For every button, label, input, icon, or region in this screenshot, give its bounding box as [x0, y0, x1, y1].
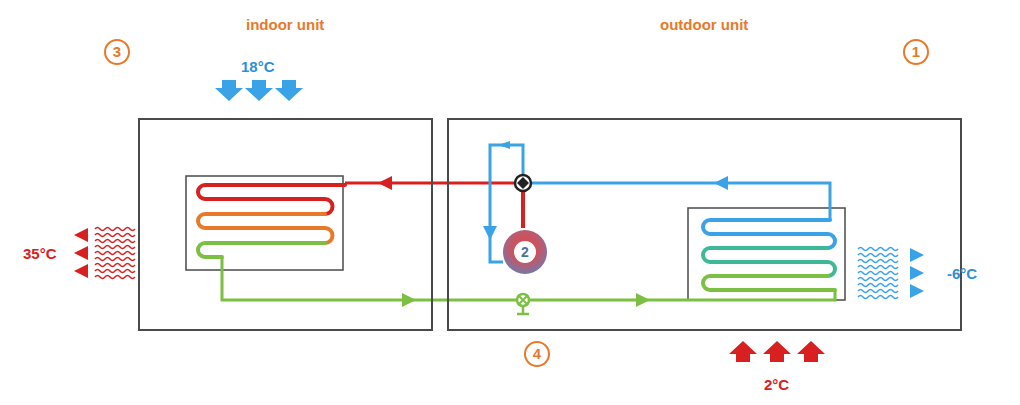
unit-heading: indoor unit — [246, 16, 324, 33]
expansion-valve — [517, 294, 529, 314]
indoor-coil-tubes — [198, 185, 345, 257]
discharge-line — [521, 191, 525, 228]
temperature-label: 18°C — [241, 58, 275, 75]
flow-arrow — [636, 293, 650, 307]
cold-air-out-waves — [858, 248, 898, 299]
four-way-valve — [515, 175, 531, 191]
flow-arrow — [714, 176, 728, 190]
compressor-circle: 2 — [503, 230, 547, 274]
indoor-coil — [186, 176, 343, 270]
callout-number: 4 — [524, 341, 550, 367]
flow-arrow — [498, 141, 510, 149]
warm-air-out-arrows — [74, 228, 88, 278]
outdoor-coil — [688, 208, 845, 300]
temperature-label: -6°C — [947, 265, 977, 282]
flow-arrow — [402, 293, 416, 307]
indoor-unit-box: indoor unit — [138, 118, 433, 331]
temperature-label: 2°C — [764, 376, 789, 393]
unit-heading: outdoor unit — [660, 16, 748, 33]
flow-arrow — [378, 176, 392, 190]
callout-number: 3 — [104, 39, 130, 65]
compressor-number: 2 — [514, 241, 536, 263]
outdoor-unit-box: outdoor unit2 — [447, 118, 962, 331]
cold-air-out-arrows — [910, 248, 924, 298]
warm-air-in-arrows — [729, 341, 825, 362]
callout-number: 1 — [903, 39, 929, 65]
outdoor-coil-tubes — [703, 220, 835, 290]
cold-air-in-arrows — [215, 80, 303, 101]
flow-arrow — [483, 226, 497, 240]
temperature-label: 35°C — [23, 245, 57, 262]
warm-air-out-waves — [95, 228, 135, 279]
suction-pipe — [531, 183, 830, 220]
